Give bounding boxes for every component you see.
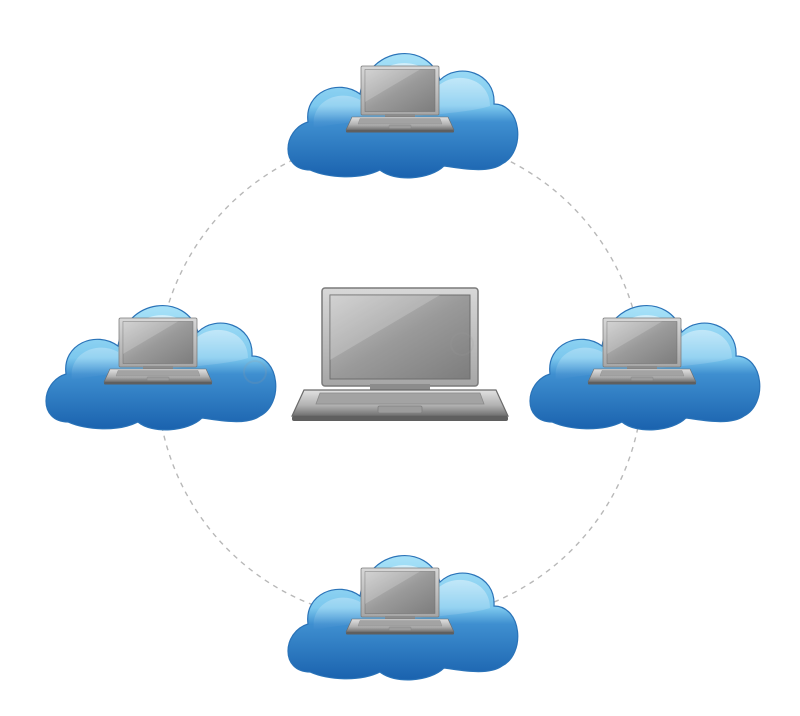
laptop-icon [587,317,697,385]
cloud-node-right [529,304,761,431]
cloud-node-bottom [287,554,519,681]
cloud-node-top [287,52,519,179]
center-laptop [291,287,509,422]
laptop-icon [345,65,455,133]
laptop-icon [103,317,213,385]
watermark [243,332,474,384]
cloud-node-left [45,304,277,431]
laptop-icon [345,567,455,635]
laptop-icon [291,287,509,422]
